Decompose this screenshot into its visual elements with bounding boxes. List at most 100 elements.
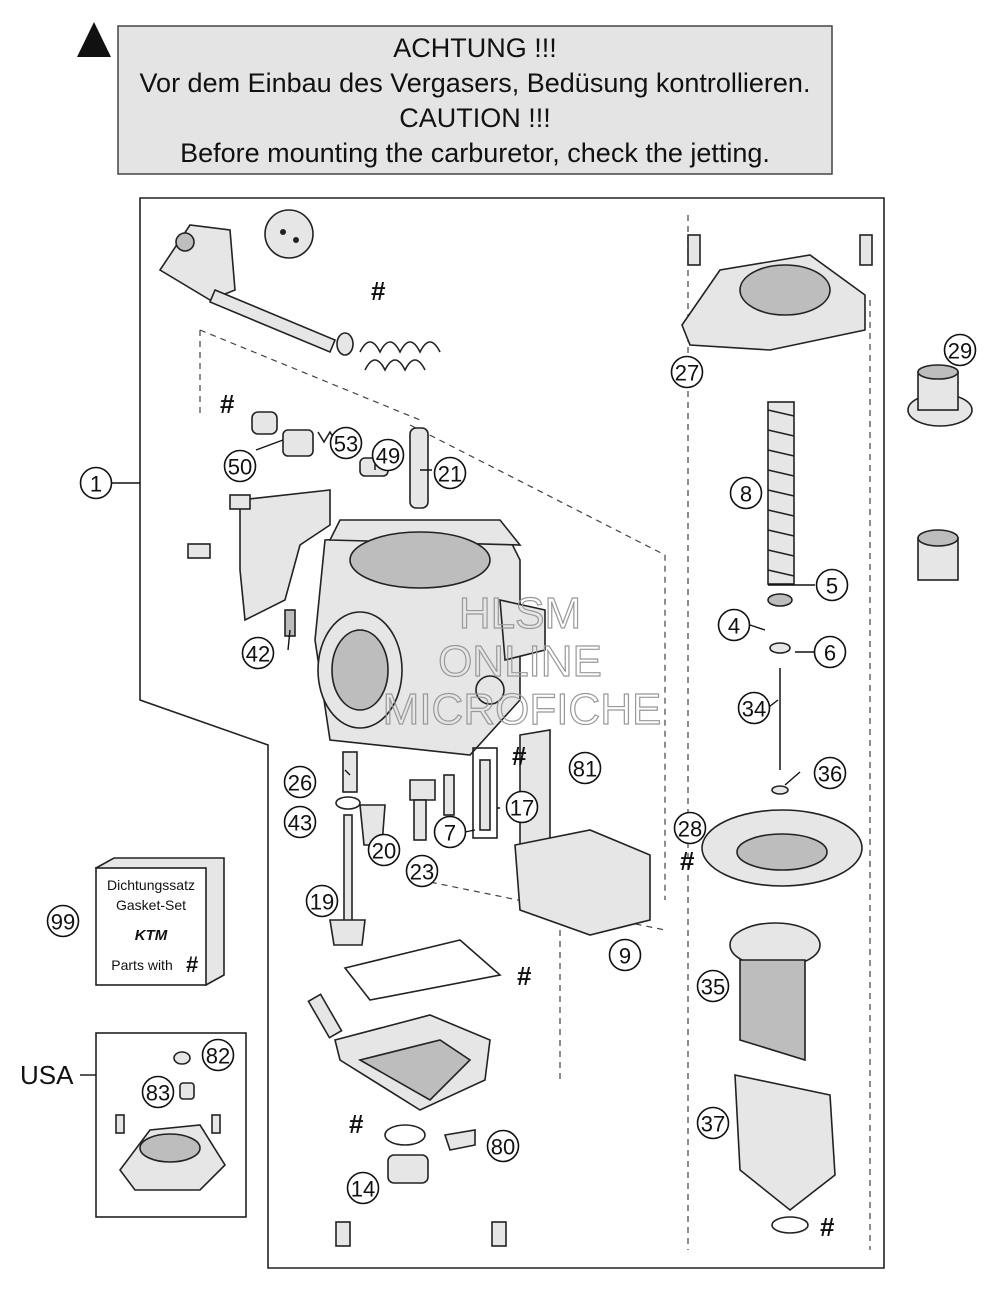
callout-number: 6 xyxy=(824,641,836,666)
gasket-set-parts-label: Parts with xyxy=(111,957,172,973)
callout-17: 17 xyxy=(505,790,539,824)
caution-line-4: Before mounting the carburetor, check th… xyxy=(180,138,770,168)
callout-circle xyxy=(367,833,401,867)
callout-circle xyxy=(223,449,257,483)
callout-14: 14 xyxy=(346,1171,380,1205)
callout-circle xyxy=(486,1129,520,1163)
callout-circle xyxy=(201,1038,235,1072)
callout-34: 34 xyxy=(737,691,771,725)
callout-29: 29 xyxy=(943,333,977,367)
callout-number: 50 xyxy=(228,455,252,480)
callout-circle xyxy=(813,756,847,790)
callout-27: 27 xyxy=(670,355,704,389)
callout-circle xyxy=(241,636,275,670)
callout-number: 7 xyxy=(444,821,456,846)
callout-circle xyxy=(505,790,539,824)
callout-circle xyxy=(696,969,730,1003)
callout-35: 35 xyxy=(696,969,730,1003)
callout-4: 4 xyxy=(717,608,751,642)
callout-number: 8 xyxy=(740,482,752,507)
float xyxy=(514,829,651,936)
callout-number: 80 xyxy=(491,1135,515,1160)
callout-53: 53 xyxy=(329,426,363,460)
hash-marker-diaphragm: # xyxy=(680,846,695,876)
callout-5: 5 xyxy=(815,568,849,602)
gasket-set-box: Dichtungssatz Gasket-Set KTM Parts with … xyxy=(94,857,225,987)
callout-99: 99 xyxy=(46,904,80,938)
gasket-set-title-en: Gasket-Set xyxy=(116,897,186,913)
callout-circle xyxy=(433,456,467,490)
callout-6: 6 xyxy=(813,635,847,669)
float-bowl-assembly xyxy=(307,939,507,1247)
callout-circle xyxy=(141,1075,175,1109)
callout-1: 1 xyxy=(79,466,113,500)
callout-circle xyxy=(568,751,602,785)
callout-number: 14 xyxy=(351,1177,375,1202)
callout-circle xyxy=(729,476,763,510)
callout-circle xyxy=(433,815,467,849)
callout-circle xyxy=(737,691,771,725)
slide-assembly xyxy=(681,234,873,1234)
callout-80: 80 xyxy=(486,1129,520,1163)
callout-number: 17 xyxy=(510,796,534,821)
callout-circle xyxy=(696,1106,730,1140)
callout-37: 37 xyxy=(696,1106,730,1140)
callout-42: 42 xyxy=(241,636,275,670)
callout-28: 28 xyxy=(673,811,707,845)
callout-81: 81 xyxy=(568,751,602,785)
callout-number: 99 xyxy=(51,910,75,935)
callout-circle xyxy=(815,568,849,602)
hash-marker-jet: # xyxy=(512,741,527,771)
callout-number: 42 xyxy=(246,642,270,667)
hash-marker-idle: # xyxy=(220,389,235,419)
callout-23: 23 xyxy=(405,854,439,888)
callout-circle xyxy=(305,884,339,918)
callout-circle xyxy=(943,333,977,367)
throttle-shaft-assembly xyxy=(158,209,441,372)
callout-21: 21 xyxy=(433,456,467,490)
callout-circle xyxy=(329,426,363,460)
hash-markers: # # # # # # # xyxy=(220,276,835,1242)
watermark: HLSM ONLINE MICROFICHE xyxy=(382,588,662,734)
caution-line-1: ACHTUNG !!! xyxy=(393,33,557,63)
carburetor-body xyxy=(314,519,546,756)
callout-circle xyxy=(670,355,704,389)
callout-26: 26 xyxy=(283,765,317,799)
caution-line-3: CAUTION !!! xyxy=(399,103,551,133)
callout-7: 7 xyxy=(433,815,467,849)
callout-number: 27 xyxy=(675,361,699,386)
callout-number: 20 xyxy=(372,839,396,864)
assembly-frame xyxy=(139,197,885,1269)
callout-8: 8 xyxy=(729,476,763,510)
callout-circle xyxy=(673,811,707,845)
callout-group: 1292785463436283537981177232043261921495… xyxy=(46,333,977,1205)
callout-number: 26 xyxy=(288,771,312,796)
callout-circle xyxy=(813,635,847,669)
callout-circle xyxy=(608,938,642,972)
watermark-line-3: MICROFICHE xyxy=(383,685,662,734)
callout-82: 82 xyxy=(201,1038,235,1072)
callout-number: 21 xyxy=(438,462,462,487)
callout-circle xyxy=(371,438,405,472)
warning-triangle-icon xyxy=(77,22,111,57)
callout-circle xyxy=(405,854,439,888)
callout-number: 34 xyxy=(742,697,766,722)
ktm-logo: KTM xyxy=(135,927,168,944)
callout-19: 19 xyxy=(305,884,339,918)
caution-line-2: Vor dem Einbau des Vergasers, Bedüsung k… xyxy=(140,68,811,98)
gasket-set-title-de: Dichtungssatz xyxy=(107,877,195,893)
callout-number: 53 xyxy=(334,432,358,457)
caution-banner: ACHTUNG !!! Vor dem Einbau des Vergasers… xyxy=(77,22,833,175)
callout-circle xyxy=(717,608,751,642)
hash-marker-bowl-gasket: # xyxy=(517,961,532,991)
callout-number: 5 xyxy=(826,574,838,599)
usa-label: USA xyxy=(20,1060,74,1090)
callout-circle xyxy=(346,1171,380,1205)
gasket-set-hash: # xyxy=(186,952,198,977)
callout-number: 81 xyxy=(573,757,597,782)
loose-parts-29-30 xyxy=(907,364,973,581)
callout-83: 83 xyxy=(141,1075,175,1109)
hash-marker-oring: # xyxy=(349,1109,364,1139)
callout-number: 23 xyxy=(410,860,434,885)
